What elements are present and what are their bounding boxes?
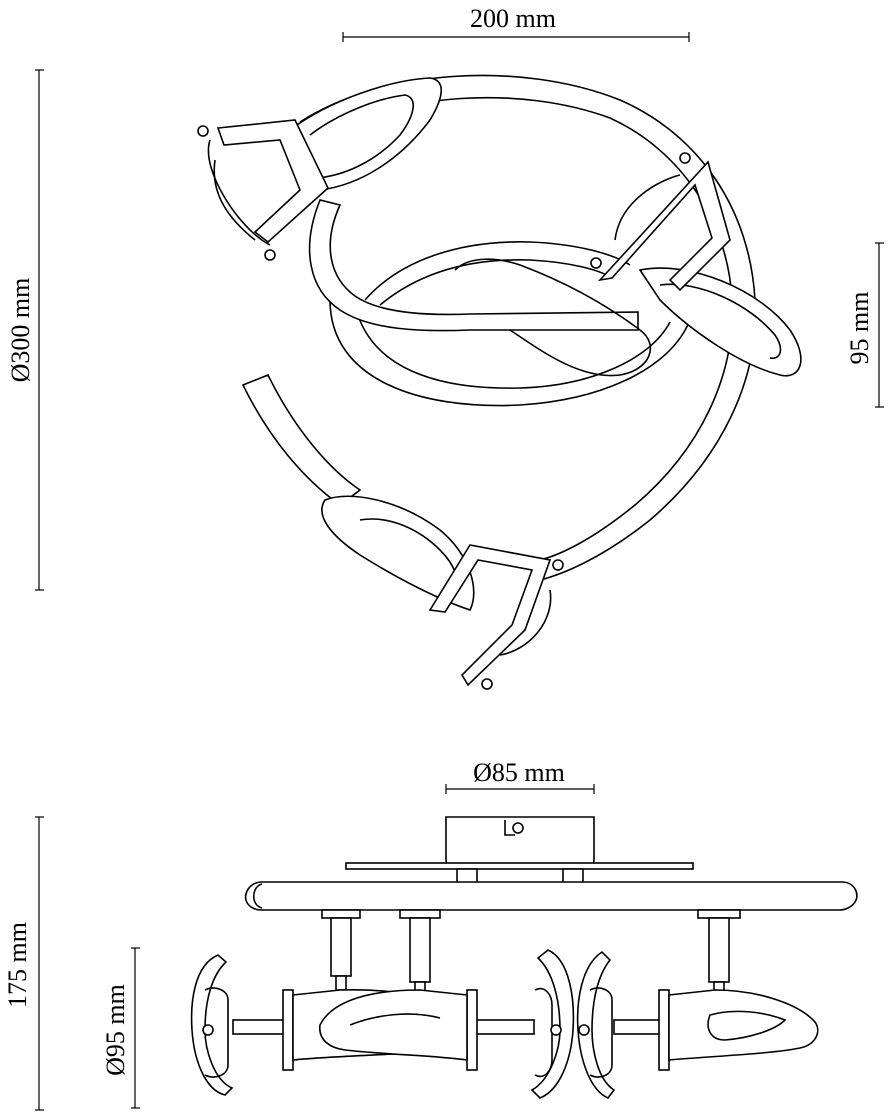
diameter-dimension: Ø300 mm — [6, 69, 44, 591]
spot-head-3 — [321, 495, 564, 690]
depth-dimension: 95 mm — [845, 242, 884, 408]
horizontal-bar — [244, 881, 858, 911]
base-diameter-dimension: Ø85 mm — [445, 758, 595, 794]
ceiling-canopy — [345, 816, 694, 884]
spot-diameter-dimension: Ø95 mm — [101, 947, 140, 1109]
spot-diameter-label: Ø95 mm — [101, 984, 130, 1076]
base-diameter-label: Ø85 mm — [473, 758, 565, 787]
side-spot-2 — [319, 949, 575, 1099]
side-spot-3 — [576, 950, 819, 1099]
width-label: 200 mm — [470, 4, 556, 33]
stems — [321, 909, 741, 993]
diameter-label: Ø300 mm — [6, 278, 35, 383]
spot-head-1 — [197, 77, 443, 261]
width-dimension: 200 mm — [342, 4, 690, 42]
top-view: 200 mm Ø300 mm 95 mm — [6, 4, 884, 690]
inner-ring — [329, 241, 691, 407]
side-view: Ø85 mm 175 mm Ø95 mm — [3, 758, 858, 1111]
height-dimension: 175 mm — [3, 816, 44, 1111]
depth-label: 95 mm — [845, 292, 874, 365]
center-arm — [308, 199, 639, 332]
outer-arc — [299, 74, 757, 581]
lower-arm — [241, 373, 362, 506]
spot-head-2 — [454, 152, 802, 377]
height-label: 175 mm — [3, 922, 32, 1008]
